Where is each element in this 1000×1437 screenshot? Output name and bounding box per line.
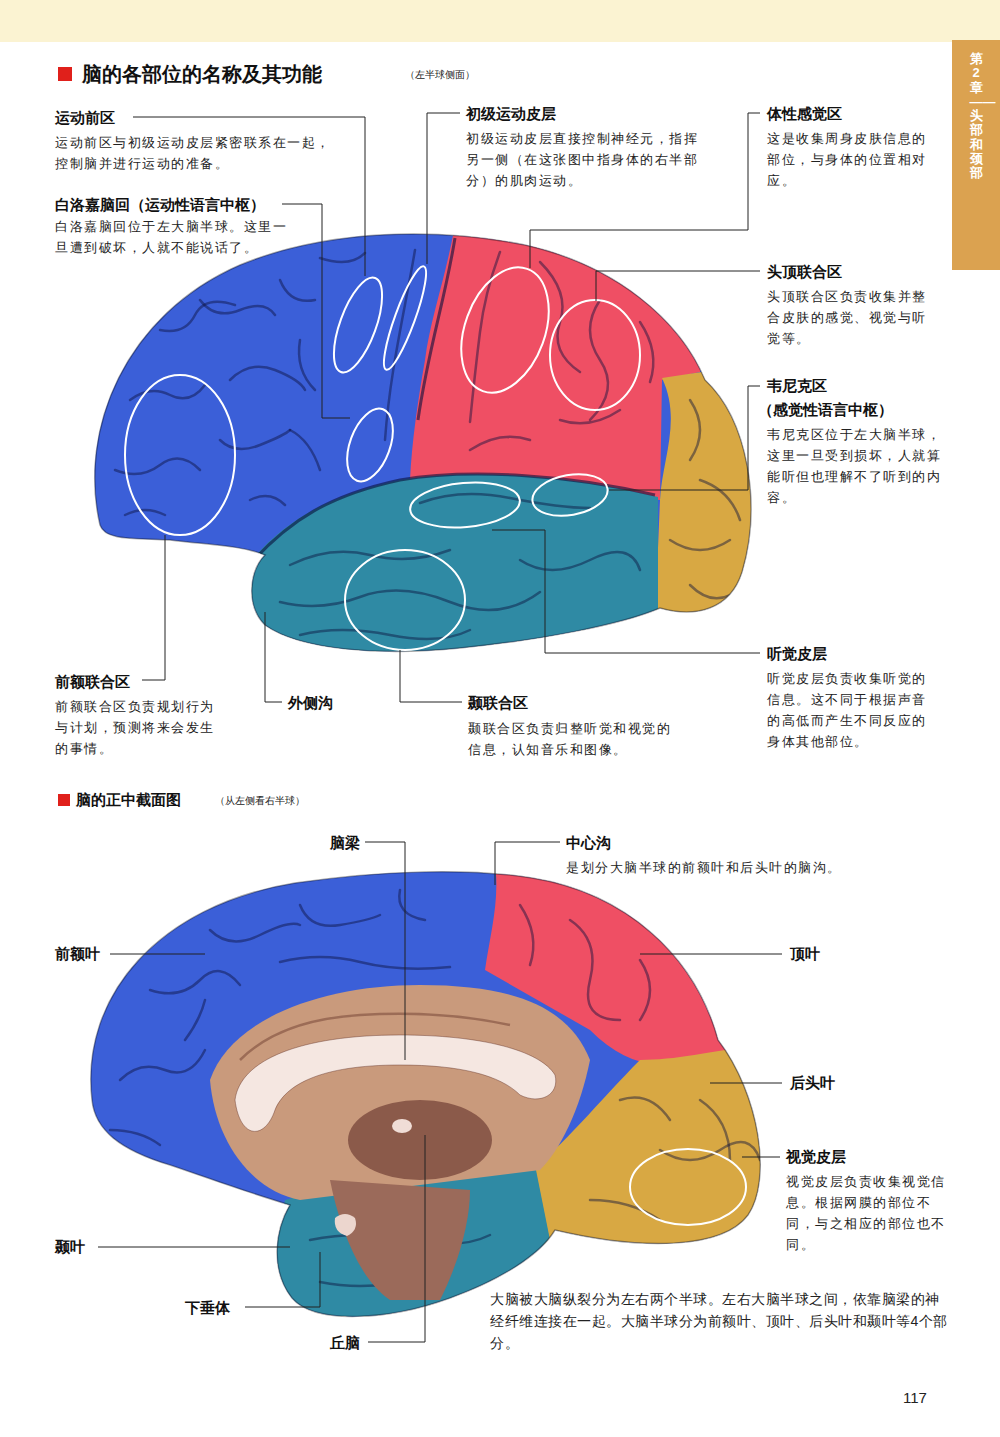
lateral-brain	[60, 200, 780, 690]
callout-title: 体性感觉区	[767, 104, 842, 124]
callout-title: 听觉皮层	[767, 644, 827, 664]
callout-text: 头顶联合区负责收集并整合皮肤的感觉、视觉与听觉等。	[767, 286, 935, 349]
part-name: 脑梁	[330, 833, 360, 853]
callout-title: 韦尼克区	[767, 376, 827, 396]
heading-square	[58, 67, 72, 81]
chapter-tab: 第2章——头部和颈部	[952, 40, 1000, 270]
heading-square	[58, 794, 70, 806]
callout-title: 初级运动皮层	[466, 104, 556, 124]
callout-text: 颞联合区负责归整听觉和视觉的信息，认知音乐和图像。	[468, 718, 673, 760]
part-name: 下垂体	[185, 1298, 230, 1318]
part-name: 后头叶	[790, 1073, 835, 1093]
callout-text: 前额联合区负责规划行为与计划，预测将来会发生的事情。	[55, 696, 220, 759]
callout-title: 中心沟	[566, 833, 611, 853]
callout-text: 视觉皮层负责收集视觉信息。根据网膜的部位不同，与之相应的部位也不同。	[786, 1171, 956, 1255]
callout-title: 颞联合区	[468, 693, 528, 713]
page-title: 脑的各部位的名称及其功能	[82, 62, 322, 86]
callout-text: 韦尼克区位于左大脑半球，这里一旦受到损坏，人就算能听但也理解不了听到的内容。	[767, 424, 942, 508]
callout-title: 前额联合区	[55, 672, 130, 692]
subtitle: （左半球侧面）	[405, 68, 475, 82]
callout-title: 外侧沟	[288, 693, 333, 713]
medial-brain	[60, 850, 800, 1350]
page-number: 117	[903, 1388, 927, 1408]
callout-text: 白洛嘉脑回位于左大脑半球。这里一旦遭到破坏，人就不能说话了。	[55, 216, 295, 258]
part-name: 颞叶	[55, 1237, 85, 1257]
part-name: 丘脑	[330, 1333, 360, 1353]
top-band	[0, 0, 1000, 42]
callout-title: 头顶联合区	[767, 262, 842, 282]
chapter-label: 第2章——头部和颈部	[970, 52, 983, 181]
part-name: 顶叶	[790, 944, 820, 964]
callout-text: 听觉皮层负责收集听觉的信息。这不同于根据声音的高低而产生不同反应的身体其他部位。	[767, 668, 939, 752]
callout-text: 初级运动皮层直接控制神经元，指挥另一侧（在这张图中指身体的右半部分）的肌肉运动。	[466, 128, 706, 191]
callout-text: 是划分大脑半球的前额叶和后头叶的脑沟。	[566, 857, 926, 878]
region-ellipses	[125, 255, 640, 650]
callout-text: 这是收集周身皮肤信息的部位，与身体的位置相对应。	[767, 128, 935, 191]
region-ellipse	[630, 1149, 746, 1225]
callout-title: 白洛嘉脑回（运动性语言中枢）	[55, 195, 265, 215]
callout-title: （感觉性语言中枢）	[758, 400, 893, 420]
callout-title: 运动前区	[55, 108, 115, 128]
subtitle: （从左侧看右半球）	[215, 794, 305, 808]
caption: 大脑被大脑纵裂分为左右两个半球。左右大脑半球之间，依靠脑梁的神经纤维连接在一起。…	[490, 1288, 950, 1354]
brain-outline	[95, 234, 751, 651]
section-heading: 脑的正中截面图	[76, 790, 181, 810]
callout-text: 运动前区与初级运动皮层紧密联系在一起，控制脑并进行运动的准备。	[55, 132, 340, 174]
brain-outline	[91, 872, 760, 1317]
part-name: 前额叶	[55, 944, 100, 964]
callout-title: 视觉皮层	[786, 1147, 846, 1167]
